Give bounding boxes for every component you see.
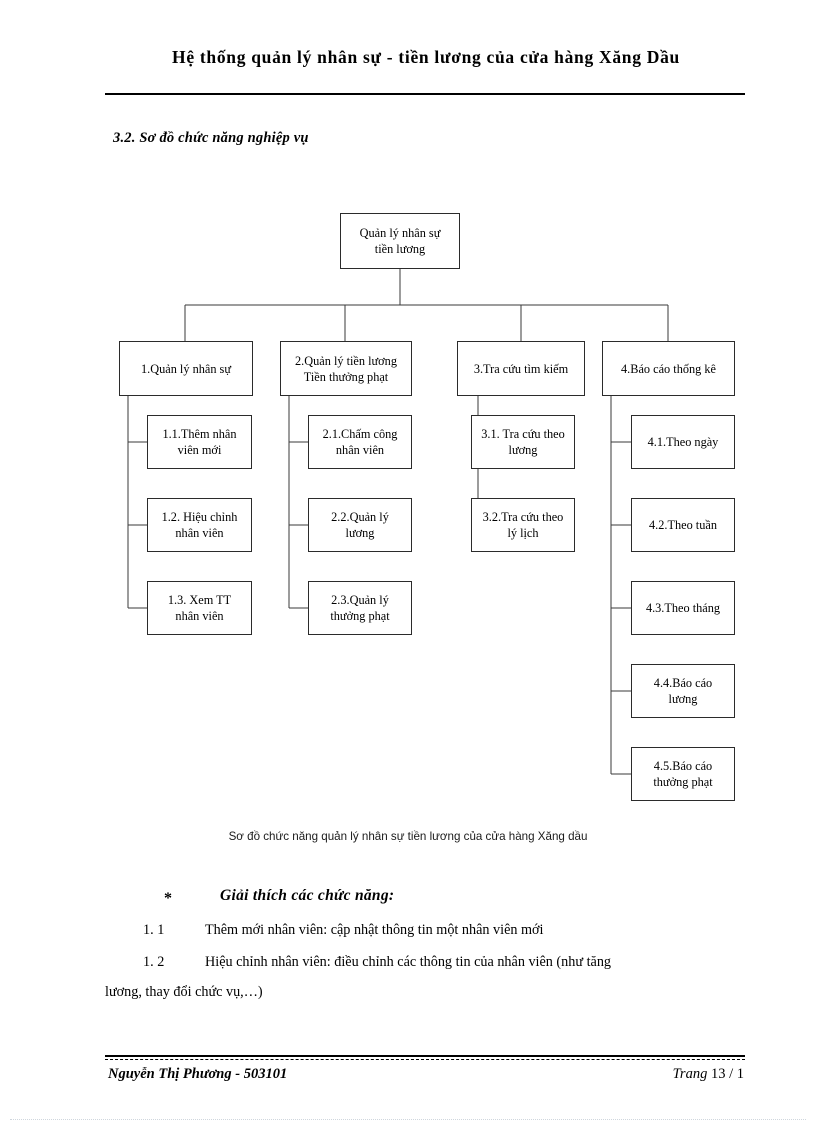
diagram-node-4-4[interactable]: 4.4.Báo cáo lương — [631, 664, 735, 718]
diagram-node-1-3[interactable]: 1.3. Xem TT nhân viên — [147, 581, 252, 635]
diagram-node-4-5[interactable]: 4.5.Báo cáo thưởng phạt — [631, 747, 735, 801]
diagram-node-1-1[interactable]: 1.1.Thêm nhân viên mới — [147, 415, 252, 469]
page-bottom-edge — [10, 1119, 806, 1120]
diagram-node-4-3[interactable]: 4.3.Theo tháng — [631, 581, 735, 635]
diagram-caption: Sơ đồ chức năng quản lý nhân sự tiền lươ… — [228, 830, 588, 843]
footer-page-number: 13 / 1 — [710, 1066, 744, 1082]
explanation-item-1: 1. 1 Thêm mới nhân viên: cập nhật thông t… — [143, 915, 743, 945]
diagram-node-branch-1[interactable]: 1.Quản lý nhân sự — [119, 341, 253, 396]
footer-author: Nguyễn Thị Phương - 503101 — [108, 1066, 288, 1082]
diagram-node-2-1[interactable]: 2.1.Chấm công nhân viên — [308, 415, 412, 469]
explanation-item-2: 1. 2 Hiệu chỉnh nhân viên: điều chỉnh các… — [143, 947, 743, 977]
header-divider — [105, 93, 745, 95]
diagram-node-branch-2[interactable]: 2.Quản lý tiền lương Tiền thưởng phạt — [280, 341, 412, 396]
section-heading: 3.2. Sơ đồ chức năng nghiệp vụ — [113, 130, 309, 146]
explanation-item-2-number: 1. 2 — [143, 954, 165, 970]
diagram-node-3-1[interactable]: 3.1. Tra cứu theo lương — [471, 415, 575, 469]
diagram-node-2-2[interactable]: 2.2.Quản lý lương — [308, 498, 412, 552]
diagram-node-4-2[interactable]: 4.2.Theo tuần — [631, 498, 735, 552]
explanation-title: Giải thích các chức năng: — [220, 887, 395, 904]
diagram-node-root[interactable]: Quản lý nhân sự tiền lương — [340, 213, 460, 269]
diagram-node-branch-4[interactable]: 4.Báo cáo thống kê — [602, 341, 735, 396]
explanation-bullet: * — [164, 890, 172, 907]
explanation-item-2-continuation: lương, thay đổi chức vụ,…) — [105, 984, 263, 1000]
document-title: Hệ thống quản lý nhân sự - tiền lương củ… — [172, 47, 680, 67]
footer-divider-dashed — [105, 1059, 745, 1060]
explanation-item-1-text: Thêm mới nhân viên: cập nhật thông tin m… — [205, 922, 544, 938]
explanation-item-2-text: Hiệu chỉnh nhân viên: điều chỉnh các thô… — [205, 954, 612, 970]
explanation-item-1-number: 1. 1 — [143, 922, 165, 938]
footer-divider — [105, 1055, 745, 1057]
document-header: Hệ thống quản lý nhân sự - tiền lương củ… — [105, 44, 745, 70]
diagram-node-3-2[interactable]: 3.2.Tra cứu theo lý lịch — [471, 498, 575, 552]
footer-page-indicator: Trang 13 / 1 — [673, 1066, 744, 1083]
footer-page-label: Trang — [672, 1066, 708, 1082]
diagram-node-branch-3[interactable]: 3.Tra cứu tìm kiếm — [457, 341, 585, 396]
diagram-node-2-3[interactable]: 2.3.Quản lý thưởng phạt — [308, 581, 412, 635]
diagram-node-1-2[interactable]: 1.2. Hiệu chỉnh nhân viên — [147, 498, 252, 552]
diagram-node-4-1[interactable]: 4.1.Theo ngày — [631, 415, 735, 469]
